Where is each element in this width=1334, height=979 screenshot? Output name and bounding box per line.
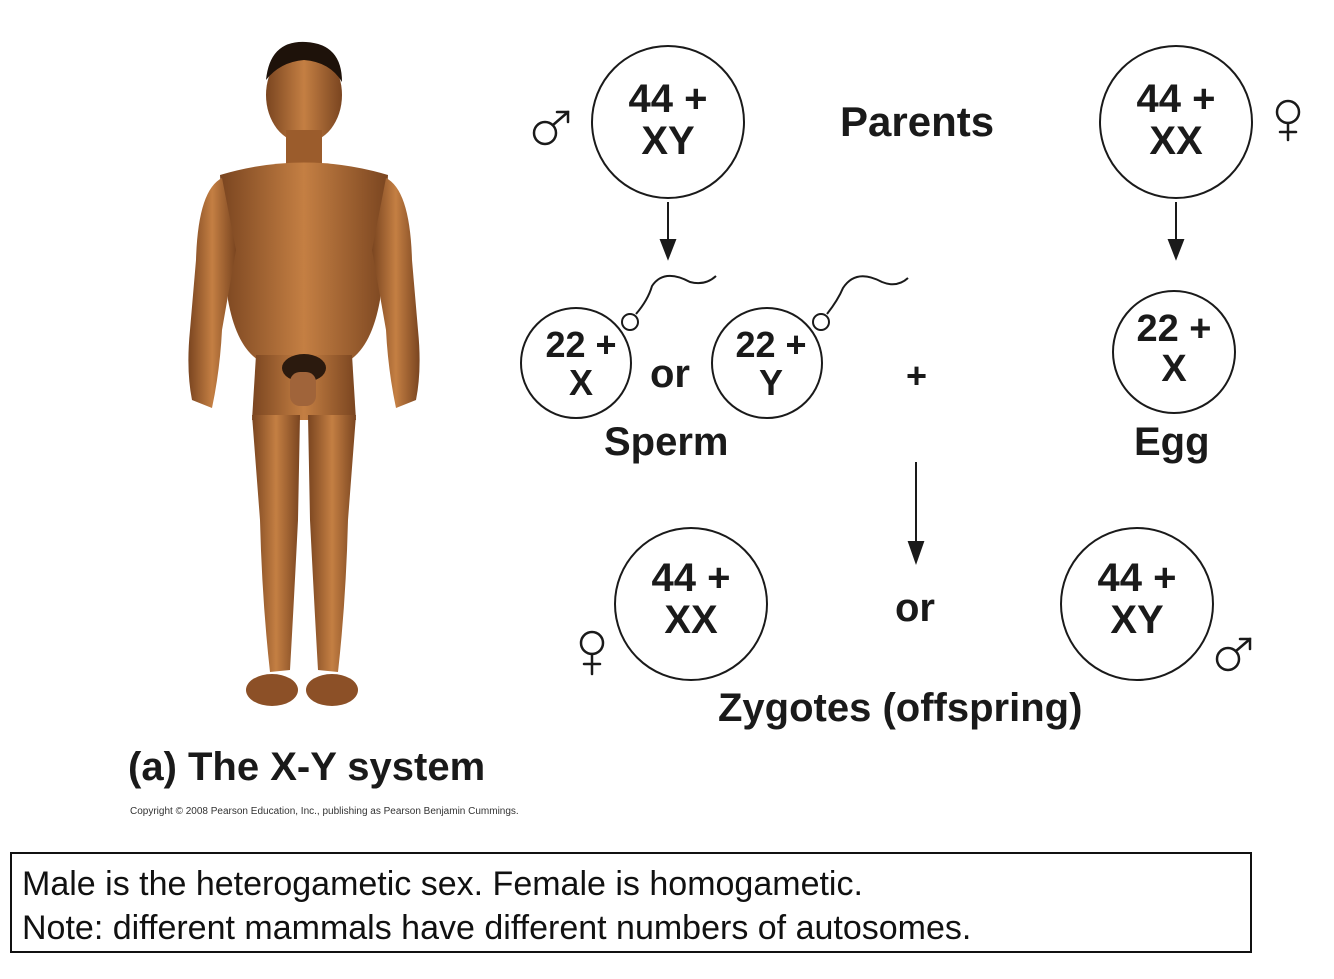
sperm-or-label: or: [650, 352, 690, 397]
parent-male-genotype: 44 +XY: [600, 78, 736, 162]
sperm-y-tail: [827, 276, 908, 314]
zygote-female-genotype: 44 +XX: [623, 557, 759, 641]
female-symbol-icon-parent: [1277, 101, 1299, 140]
female-symbol-icon-zygote: [581, 632, 603, 674]
note-box: Male is the heterogametic sex. Female is…: [10, 852, 1252, 953]
copyright-notice: Copyright © 2008 Pearson Education, Inc.…: [130, 806, 519, 817]
sperm-y-genotype: 22 +Y: [726, 326, 816, 402]
male-symbol-icon-parent: [534, 112, 568, 144]
zygotes-label: Zygotes (offspring): [718, 686, 1082, 731]
zygote-male-genotype: 44 +XY: [1069, 557, 1205, 641]
parents-label: Parents: [840, 98, 994, 146]
figure-caption: (a) The X-Y system: [128, 745, 485, 790]
plus-sign: +: [906, 355, 927, 397]
sperm-label: Sperm: [604, 420, 729, 465]
egg-genotype: 22 +X: [1118, 310, 1230, 390]
zygote-or-label: or: [895, 586, 935, 631]
male-symbol-icon-zygote: [1217, 639, 1250, 670]
parent-female-genotype: 44 +XX: [1108, 78, 1244, 162]
note-line-1: Male is the heterogametic sex. Female is…: [22, 862, 1240, 906]
sperm-x-genotype: 22 +X: [536, 326, 626, 402]
egg-label: Egg: [1134, 420, 1210, 465]
sperm-x-tail: [636, 276, 716, 314]
note-line-2: Note: different mammals have different n…: [22, 906, 1240, 950]
